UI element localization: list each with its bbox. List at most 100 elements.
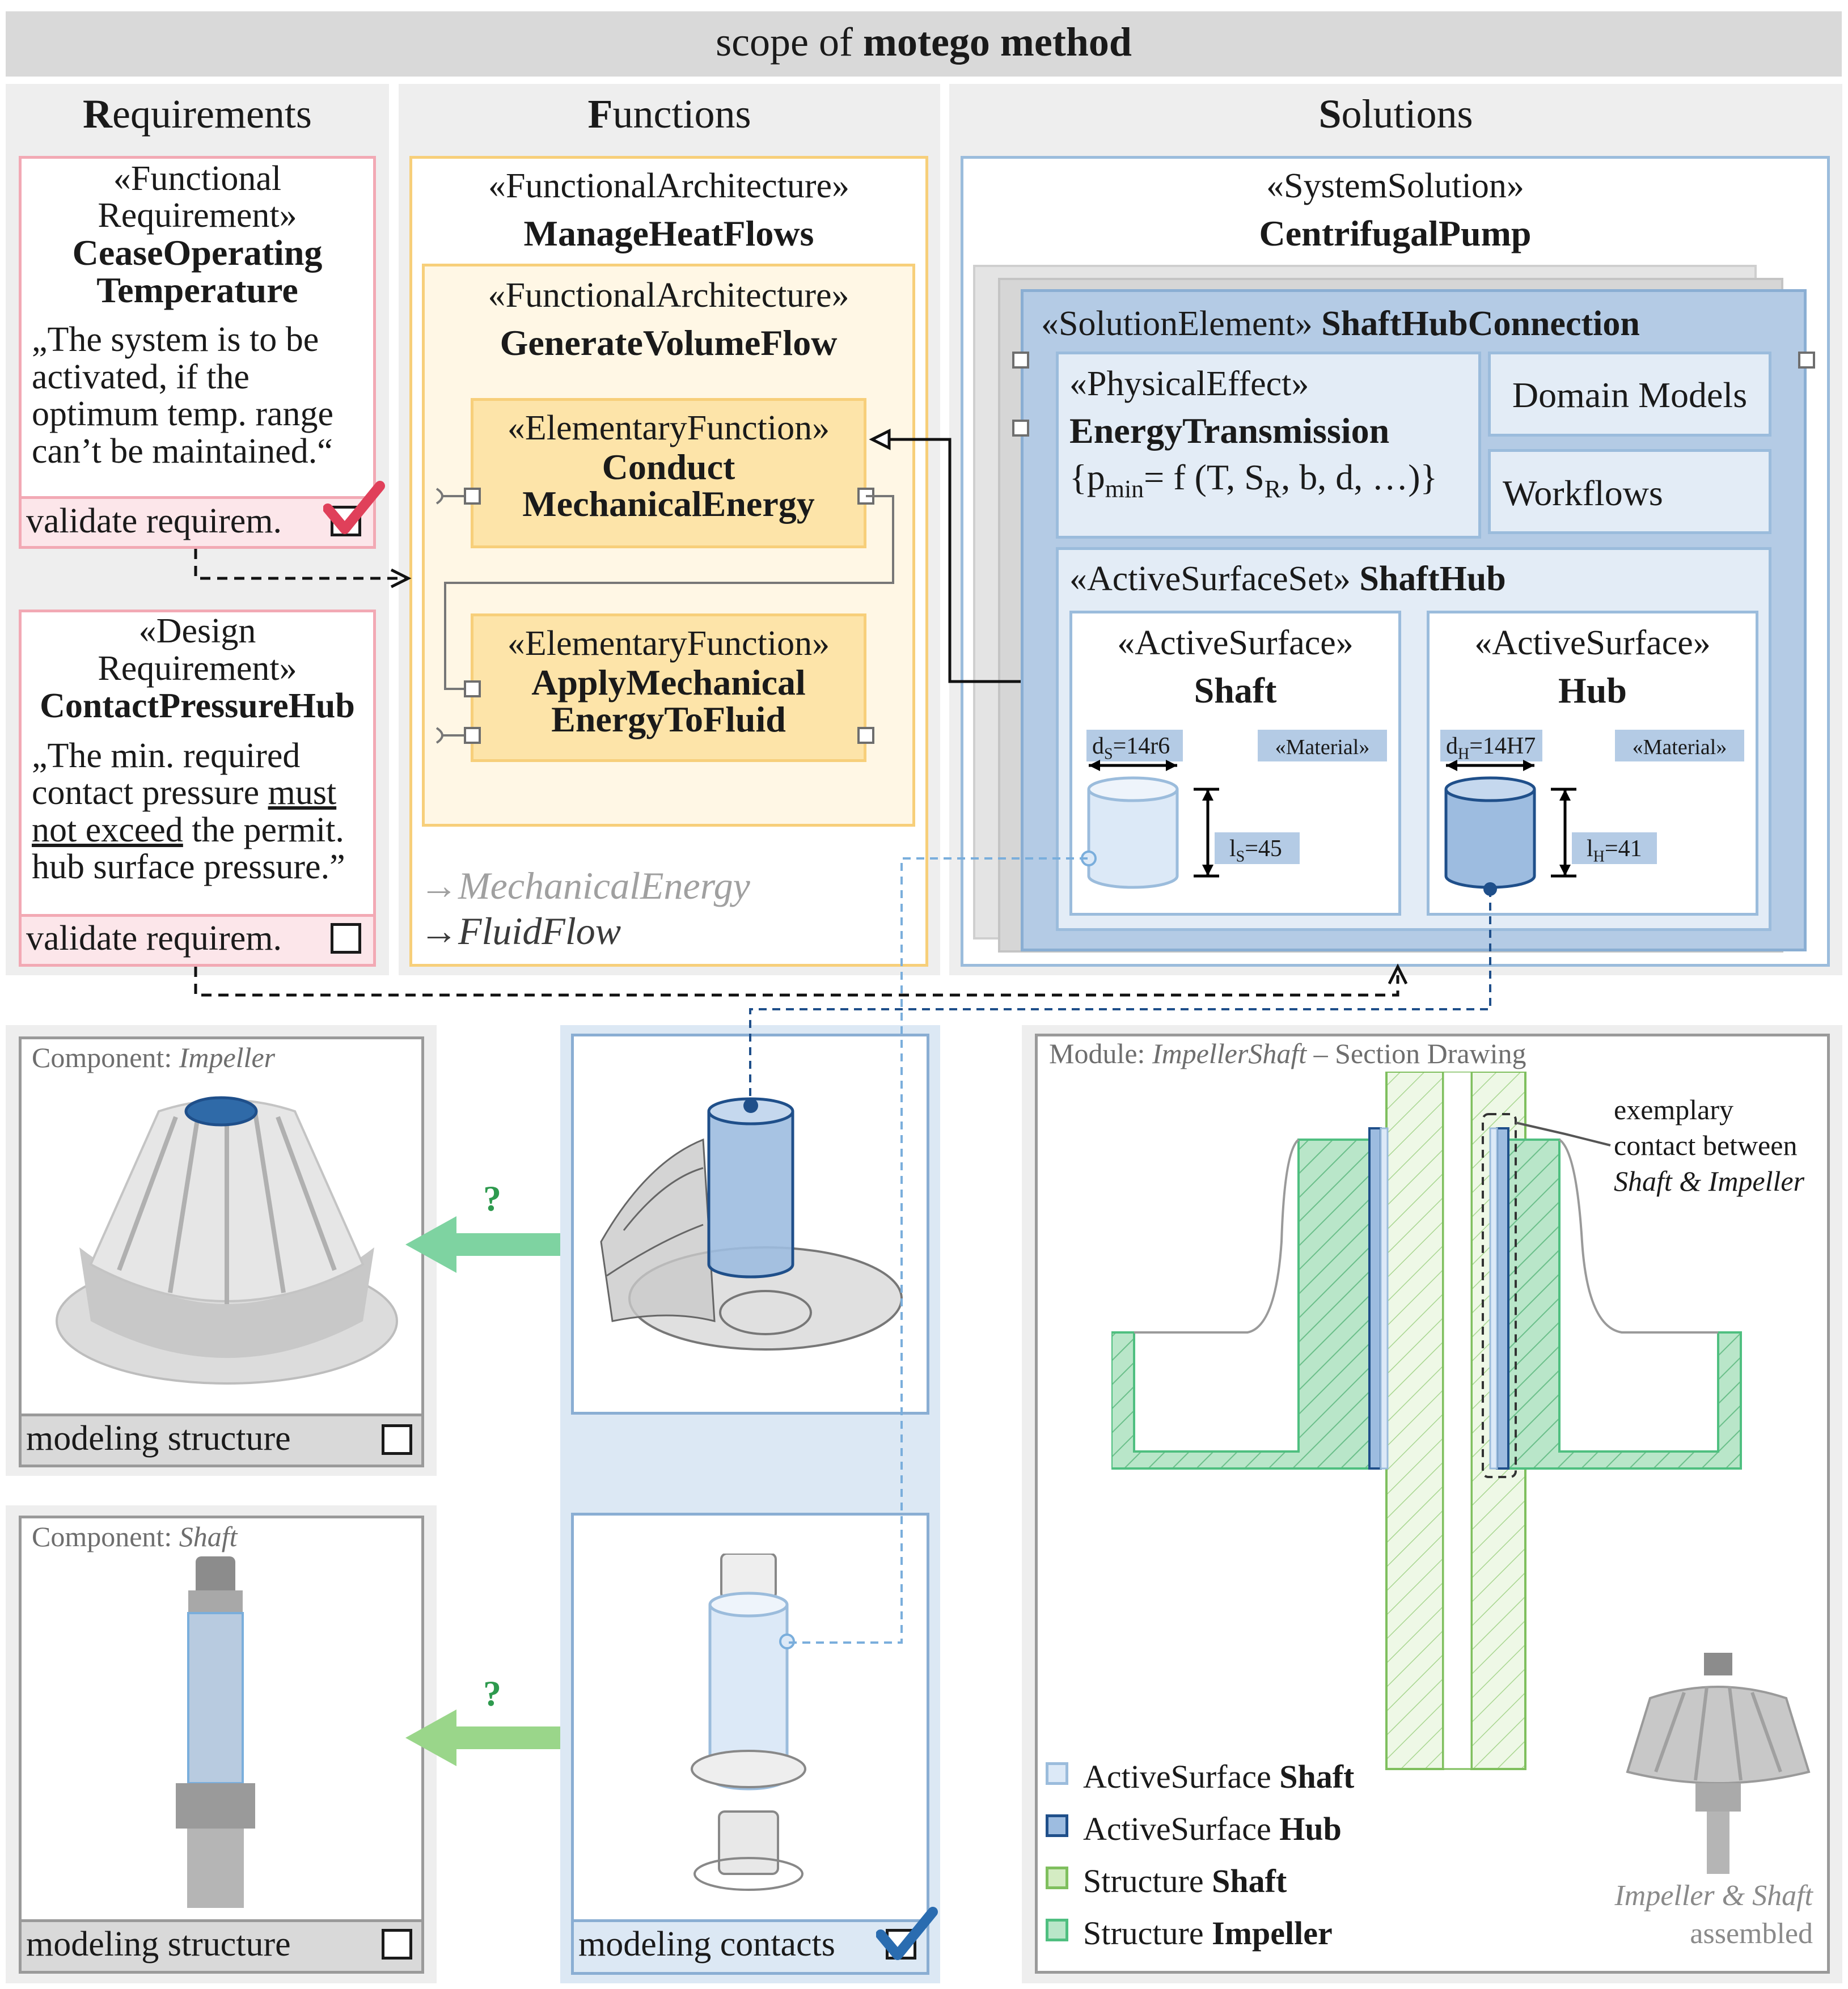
shaft-component-title: Component: Shaft xyxy=(32,1522,238,1551)
contact-annotation-3: Shaft & Impeller xyxy=(1614,1165,1805,1197)
elem1-name-2: MechanicalEnergy xyxy=(522,484,815,524)
active-surface-set-title: «ActiveSurfaceSet» ShaftHub xyxy=(1069,561,1506,596)
formula-sub-r: R xyxy=(1264,475,1282,503)
legend-swatch-active-surface-hub xyxy=(1046,1814,1068,1837)
formula-part-c: , b, d, …)} xyxy=(1281,457,1438,497)
module-label: Module: xyxy=(1049,1038,1152,1069)
requirements-heading: Requirements xyxy=(6,94,389,134)
assembled-impeller-shaft-icon xyxy=(1626,1653,1811,1874)
question-mark-shaft: ? xyxy=(483,1673,501,1713)
elem2-input-port-1[interactable] xyxy=(464,680,481,697)
elem2-input-port-2[interactable] xyxy=(464,727,481,744)
red-check-icon xyxy=(323,481,385,534)
req2-footer xyxy=(22,914,373,964)
question-mark-impeller: ? xyxy=(483,1178,501,1218)
requirements-heading-rest: equirements xyxy=(112,91,312,137)
shaft-dia-b: =14r6 xyxy=(1113,733,1170,759)
legend-label-active-surface-shaft: ActiveSurface Shaft xyxy=(1083,1761,1354,1793)
legend-label-structure-impeller: Structure Impeller xyxy=(1083,1917,1333,1950)
shaft-name: Shaft xyxy=(1194,670,1277,710)
shaft-3d-icon xyxy=(176,1556,255,1908)
hub-material: «Material» xyxy=(1632,735,1727,759)
impeller-modeling-checkbox[interactable] xyxy=(382,1424,412,1455)
workflows-box[interactable] xyxy=(1488,449,1771,534)
solutions-heading: Solutions xyxy=(949,94,1842,134)
active-surface-set-stereotype: «ActiveSurfaceSet» xyxy=(1069,560,1360,598)
domain-models-box[interactable] xyxy=(1488,352,1771,437)
functions-heading: Functions xyxy=(399,94,940,134)
requirement-cease-operating-temperature[interactable] xyxy=(19,156,376,549)
legend-2-prefix: Structure xyxy=(1083,1863,1212,1899)
hub-len-a: l xyxy=(1587,836,1593,862)
elem1-output-port[interactable] xyxy=(857,488,874,505)
legend-1-prefix: ActiveSurface xyxy=(1083,1810,1280,1847)
shaft-hub-connection-title: «SolutionElement» ShaftHubConnection xyxy=(1041,306,1640,341)
shaft-contact-model-icon xyxy=(691,1554,806,1891)
green-arrow-shaft-icon xyxy=(405,1709,593,1766)
req2-text-2a: contact pressure xyxy=(32,773,268,812)
req2-text-3a: not exceed xyxy=(32,811,183,849)
solution-element-port-left-2[interactable] xyxy=(1012,420,1029,437)
solutions-heading-rest: olutions xyxy=(1341,91,1473,137)
shaft-hub-connection-stereotype: «SolutionElement» xyxy=(1041,304,1322,343)
elem2-name-2: EnergyToFluid xyxy=(551,699,786,739)
elem1-input-port[interactable] xyxy=(464,488,481,505)
hub-length: lH=41 xyxy=(1587,837,1642,865)
shaft-modeling-checkbox[interactable] xyxy=(382,1929,412,1960)
req1-stereotype-1: «Functional xyxy=(113,159,282,198)
elem2-name-1: ApplyMechanical xyxy=(531,662,806,703)
legend-swatch-structure-shaft xyxy=(1046,1867,1068,1889)
shaft-footer-label: modeling structure xyxy=(26,1925,291,1963)
impeller-component-title: Component: Impeller xyxy=(32,1043,275,1072)
req2-stereotype-1: «Design xyxy=(138,612,256,650)
flow2-label: FluidFlow xyxy=(458,909,621,953)
req2-text-4: hub surface pressure.” xyxy=(32,848,345,886)
req1-stereotype-2: Requirement» xyxy=(98,196,297,235)
elem2-output-port[interactable] xyxy=(857,727,874,744)
physical-effect-energy-transmission[interactable] xyxy=(1056,352,1481,539)
shaft-len-a: l xyxy=(1229,836,1236,862)
contact-annotation-1: exemplary xyxy=(1614,1094,1734,1125)
workflows-label: Workflows xyxy=(1503,473,1663,513)
flow-fluid-flow: →FluidFlow xyxy=(420,912,621,950)
formula-part-a: {p xyxy=(1069,457,1105,497)
shaft-len-b: =45 xyxy=(1245,836,1282,862)
generate-volume-flow-name: GenerateVolumeFlow xyxy=(500,323,838,363)
hub-len-sub: H xyxy=(1593,848,1605,866)
legend-3-bold: Impeller xyxy=(1212,1915,1333,1952)
req1-text-4: can’t be maintained.“ xyxy=(32,432,333,471)
centrifugal-pump-name: CentrifugalPump xyxy=(1259,213,1532,253)
req1-text-3: optimum temp. range xyxy=(32,395,334,433)
section-drawing xyxy=(1111,1072,1742,1770)
manage-heat-flows-name: ManageHeatFlows xyxy=(523,213,814,253)
hub-length-tag xyxy=(1572,832,1657,864)
impeller-footer-label: modeling structure xyxy=(26,1419,291,1458)
physical-effect-name: EnergyTransmission xyxy=(1069,411,1390,451)
shaft-diameter: dS=14r6 xyxy=(1092,734,1170,762)
req1-name-1: CeaseOperating xyxy=(72,232,323,273)
solution-element-port-right[interactable] xyxy=(1798,352,1815,369)
functions-heading-rest: unctions xyxy=(612,91,751,137)
legend-label-active-surface-hub: ActiveSurface Hub xyxy=(1083,1813,1342,1846)
impeller-component-name: Impeller xyxy=(179,1042,276,1073)
domain-models-label: Domain Models xyxy=(1512,375,1748,415)
hub-diameter-tag xyxy=(1440,730,1542,761)
header-bar xyxy=(6,11,1842,77)
physical-effect-stereotype: «PhysicalEffect» xyxy=(1069,365,1309,403)
req1-footer xyxy=(22,496,373,546)
legend-2-bold: Shaft xyxy=(1212,1863,1287,1899)
solution-element-port-left[interactable] xyxy=(1012,352,1029,369)
hub-diameter: dH=14H7 xyxy=(1446,734,1536,762)
requirement-contact-pressure-hub[interactable] xyxy=(19,610,376,967)
req1-name-2: Temperature xyxy=(96,270,298,310)
req2-text-3b: the permit. xyxy=(183,811,344,849)
req2-validate-checkbox[interactable] xyxy=(331,923,361,954)
req2-validate-label: validate requirem. xyxy=(26,919,282,958)
formula-sub-min: min xyxy=(1105,475,1144,503)
shaft-component-name: Shaft xyxy=(179,1521,238,1552)
active-surface-set-name: ShaftHub xyxy=(1359,560,1506,598)
req2-name: ContactPressureHub xyxy=(40,687,355,725)
hub-stereotype: «ActiveSurface» xyxy=(1474,624,1711,662)
shaft-length: lS=45 xyxy=(1229,837,1282,865)
header-prefix: scope of xyxy=(716,19,863,65)
